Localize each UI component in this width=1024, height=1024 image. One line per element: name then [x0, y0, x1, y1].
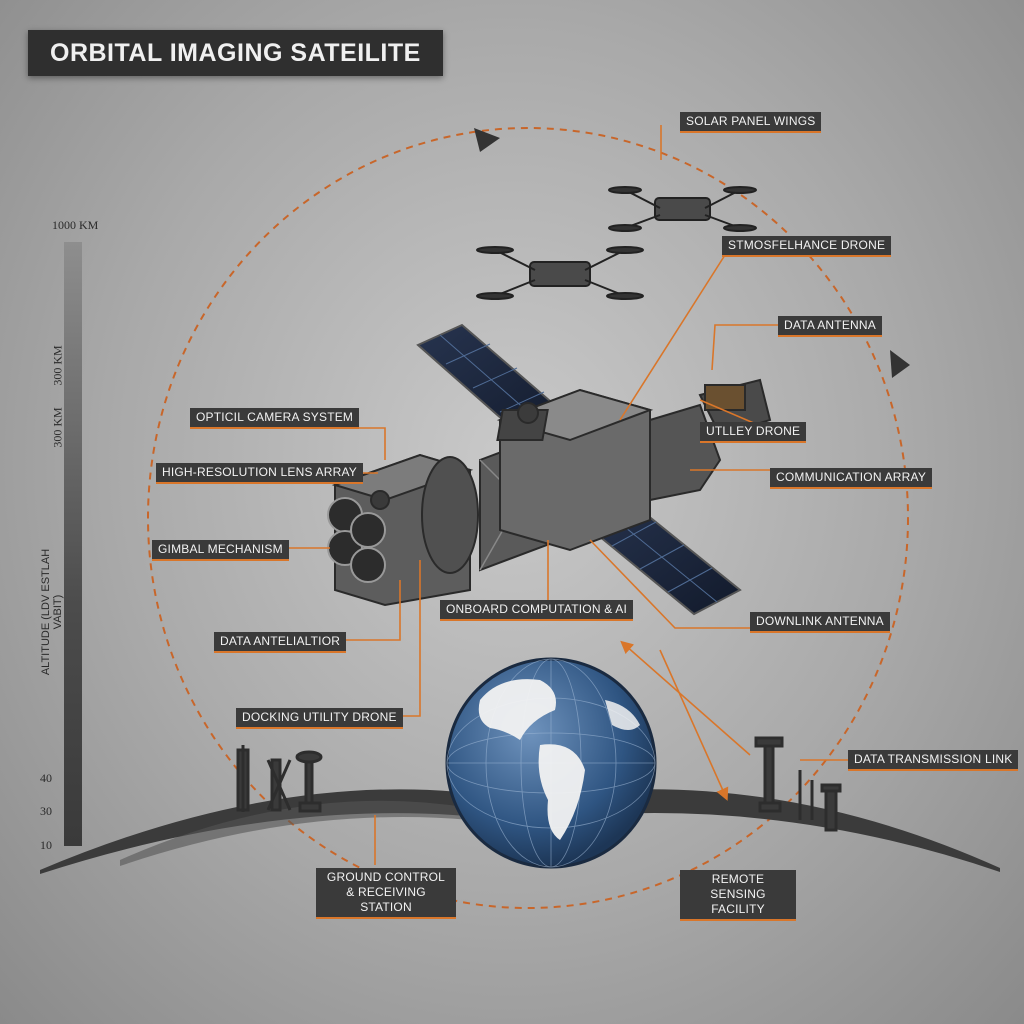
orbit-path [147, 127, 909, 909]
label-ground-control-station: GROUND CONTROL & RECEIVING STATION [316, 868, 456, 919]
diagram-title: ORBITAL IMAGING SATEILITE [28, 30, 443, 76]
label-docking-utility-drone: DOCKING UTILITY DRONE [236, 708, 403, 729]
label-communication-array: COMMUNICATION ARRAY [770, 468, 933, 489]
label-data-transmission-link: DATA TRANSMISSION LINK [848, 750, 1019, 771]
altitude-tick-6: 10 [40, 838, 52, 852]
surveillance-drone-lower [476, 246, 644, 300]
ground-station-towers-right [754, 736, 842, 832]
altitude-scale-bar [64, 242, 82, 846]
label-data-antenna-top: DATA ANTENNA [778, 316, 882, 337]
altitude-tick-5: 30 [40, 804, 52, 818]
satellite-body [327, 378, 772, 607]
label-surveillance-drone: STMOSFELHANCE DRONE [722, 236, 892, 257]
orbit-arrow-right [890, 350, 910, 378]
label-utility-drone: UTLLEY DRONE [700, 422, 807, 443]
label-lens-array: HIGH-RESOLUTION LENS ARRAY [156, 463, 364, 484]
label-onboard-computation: ONBOARD COMPUTATION & AI [440, 600, 634, 621]
label-data-antenna-left: DATA ANTELIALTIOR [214, 632, 347, 653]
label-optical-camera-system: OPTICIL CAMERA SYSTEM [190, 408, 360, 429]
orbit-arrow-top [474, 128, 500, 152]
data-link-arrow [620, 640, 751, 756]
downlink-arrow [659, 649, 729, 801]
label-solar-panel-wings: SOLAR PANEL WINGS [680, 112, 822, 133]
label-gimbal-mechanism: GIMBAL MECHANISM [152, 540, 289, 561]
earth-globe [445, 657, 657, 869]
altitude-tick-top: 1000 KM [52, 218, 99, 232]
altitude-tick-4: 40 [40, 771, 52, 785]
ground-station-towers-left [236, 745, 323, 813]
label-downlink-antenna: DOWNLINK ANTENNA [750, 612, 890, 633]
label-remote-sensing-facility: REMOTE SENSING FACILITY [680, 870, 796, 921]
surveillance-drone-upper [608, 186, 757, 232]
